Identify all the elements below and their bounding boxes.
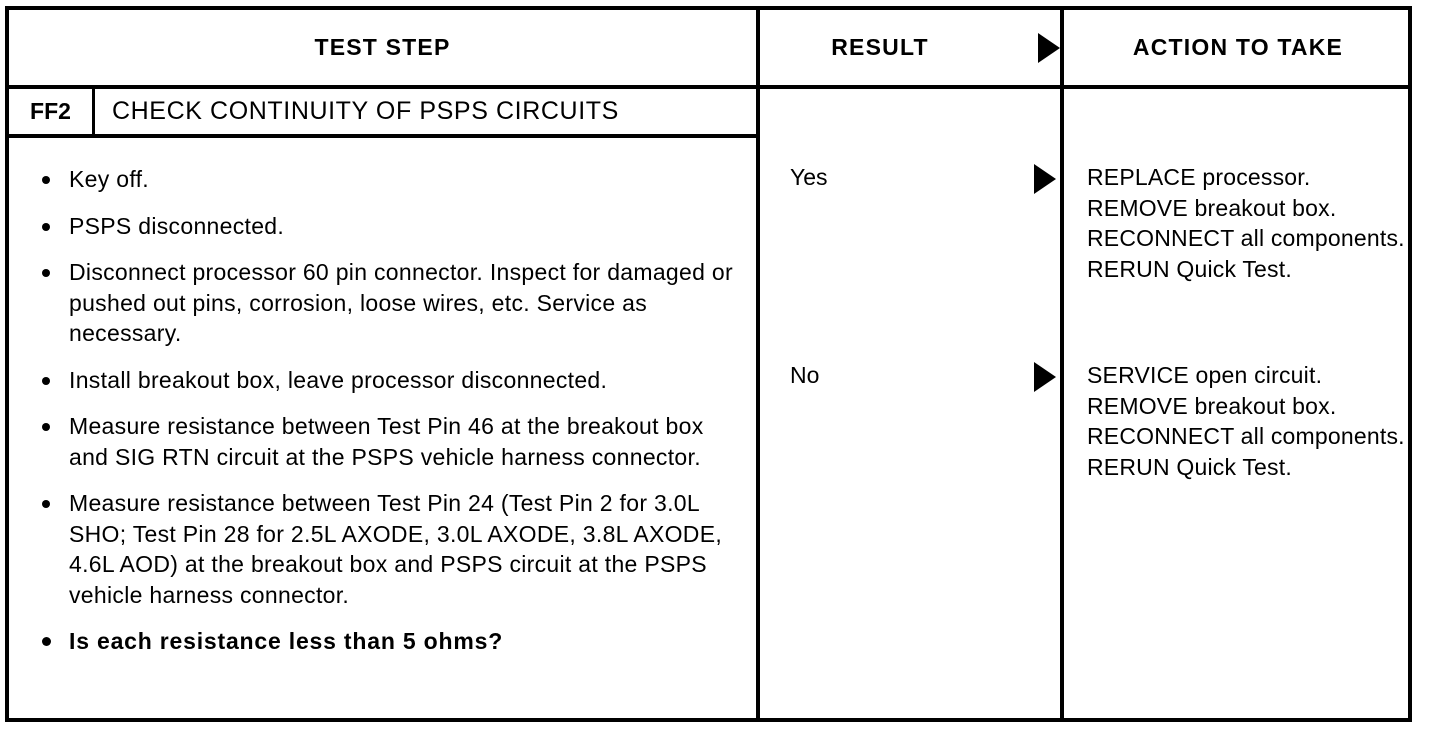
header-divider-test-result — [756, 10, 760, 89]
column-header-action-to-take-label: ACTION TO TAKE — [1132, 34, 1344, 60]
list-item: Disconnect processor 60 pin connector. I… — [9, 257, 756, 349]
column-header-test-step: TEST STEP — [9, 10, 756, 85]
right-triangle-icon — [1034, 362, 1056, 392]
column-header-test-step-label: TEST STEP — [314, 34, 451, 60]
instruction-list: Key off. PSPS disconnected. Disconnect p… — [9, 138, 756, 673]
result-label-no: No — [790, 362, 820, 388]
list-item-question: Is each resistance less than 5 ohms? — [9, 626, 756, 657]
header-divider-result-action — [1060, 10, 1064, 89]
step-title-row: FF2 CHECK CONTINUITY OF PSPS CIRCUITS — [9, 89, 756, 138]
list-item: Measure resistance between Test Pin 46 a… — [9, 411, 756, 472]
result-cell-no: No — [760, 360, 1060, 394]
action-text-yes: REPLACE processor. REMOVE breakout box. … — [1087, 164, 1405, 282]
diagnostic-test-table: TEST STEP RESULT ACTION TO TAKE FF2 CHEC… — [5, 6, 1412, 722]
right-triangle-icon — [1038, 32, 1060, 63]
right-triangle-icon — [1034, 164, 1056, 194]
column-header-result: RESULT — [760, 10, 1060, 85]
column-divider-result-action — [1060, 89, 1064, 718]
step-code: FF2 — [9, 89, 95, 134]
table-header-row: TEST STEP RESULT ACTION TO TAKE — [9, 10, 1408, 89]
list-item: Measure resistance between Test Pin 24 (… — [9, 488, 756, 610]
result-cell-yes: Yes — [760, 162, 1060, 196]
list-item: PSPS disconnected. — [9, 211, 756, 242]
column-divider-test-result — [756, 89, 760, 718]
column-header-action-to-take: ACTION TO TAKE — [1064, 10, 1412, 85]
column-header-result-label: RESULT — [831, 34, 929, 60]
list-item: Key off. — [9, 164, 756, 195]
action-text-no: SERVICE open circuit. REMOVE breakout bo… — [1087, 362, 1405, 480]
result-label-yes: Yes — [790, 164, 828, 190]
list-item: Install breakout box, leave processor di… — [9, 365, 756, 396]
step-title: CHECK CONTINUITY OF PSPS CIRCUITS — [112, 97, 619, 125]
